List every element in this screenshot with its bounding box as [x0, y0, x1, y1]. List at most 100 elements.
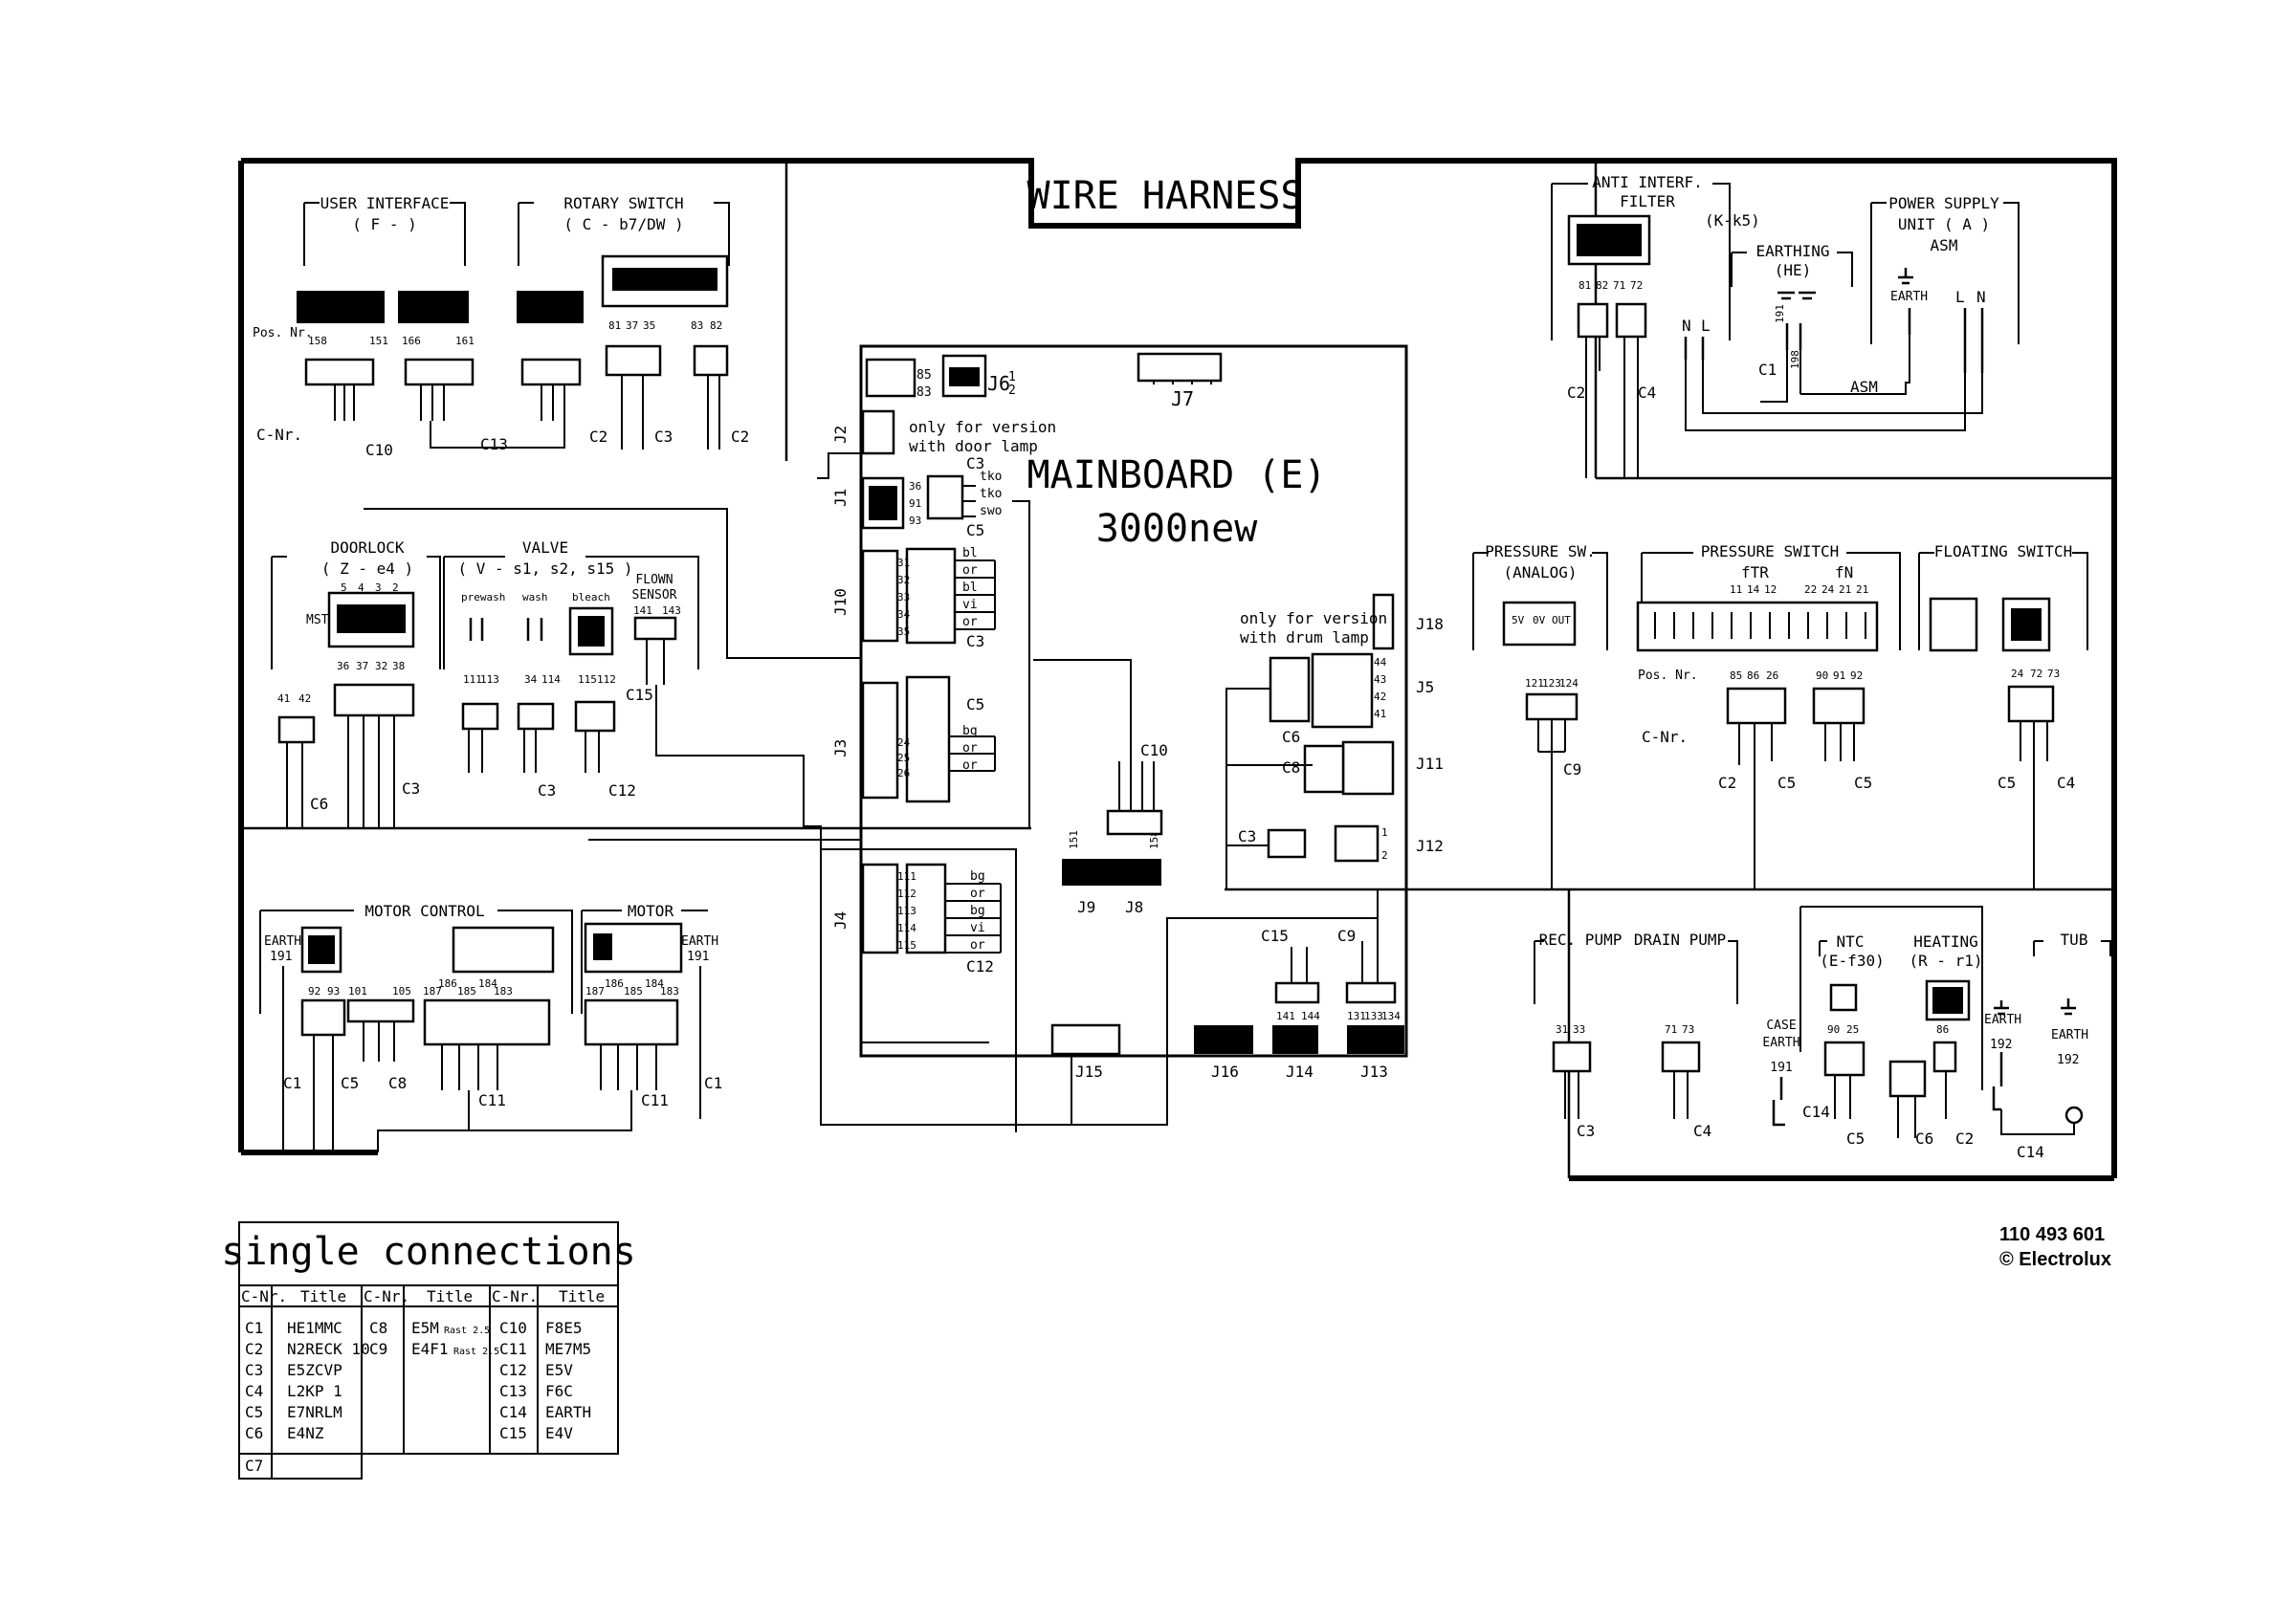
svg-text:36: 36 [337, 660, 349, 672]
svg-text:5V: 5V [1512, 614, 1525, 626]
svg-text:C15: C15 [1261, 927, 1289, 945]
svg-text:L: L [1955, 288, 1965, 306]
svg-text:(E-f30): (E-f30) [1820, 952, 1884, 970]
svg-text:J8: J8 [1125, 898, 1143, 916]
power-supply-section: POWER SUPPLY UNIT ( A ) ASM EARTH N L L … [1682, 194, 2020, 373]
svg-text:Title: Title [427, 1287, 473, 1305]
label-c6-doorlock: C6 [310, 795, 328, 813]
label-c5-fs: C5 [1998, 774, 2016, 792]
svg-text:186: 186 [605, 977, 624, 990]
svg-text:only for version: only for version [1240, 609, 1387, 627]
svg-text:1: 1 [1008, 370, 1016, 384]
svg-text:(HE): (HE) [1775, 261, 1812, 279]
svg-text:101: 101 [348, 985, 367, 998]
label-c2-rotary: C2 [589, 428, 607, 446]
ui-connector-1 [297, 291, 385, 323]
svg-text:11: 11 [1730, 583, 1742, 596]
svg-text:E5V: E5V [545, 1361, 573, 1379]
svg-text:36: 36 [909, 480, 921, 493]
label-c3-doorlock: C3 [402, 779, 420, 798]
svg-text:C5: C5 [966, 695, 984, 713]
svg-text:L2KP 1: L2KP 1 [287, 1382, 342, 1400]
svg-text:41: 41 [1374, 708, 1386, 720]
label-c4-fs: C4 [2057, 774, 2075, 792]
svg-text:C6: C6 [1282, 728, 1300, 746]
svg-text:UNIT ( A ): UNIT ( A ) [1898, 215, 1990, 233]
svg-text:fTR: fTR [1741, 563, 1769, 581]
svg-text:bg: bg [962, 724, 978, 738]
svg-text:35: 35 [897, 625, 910, 638]
svg-text:25: 25 [1846, 1023, 1859, 1036]
label-c5-ntc: C5 [1846, 1130, 1865, 1148]
svg-text:90: 90 [1816, 669, 1828, 682]
svg-text:143: 143 [662, 604, 681, 617]
svg-text:tko: tko [980, 487, 1002, 501]
svg-text:E4NZ: E4NZ [287, 1424, 324, 1442]
svg-text:PRESSURE SW.: PRESSURE SW. [1485, 542, 1596, 560]
svg-text:FLOATING SWITCH: FLOATING SWITCH [1934, 542, 2073, 560]
motor-section: MOTOR EARTH 191 187 186 185 184 183 [581, 902, 718, 1119]
svg-text:J5: J5 [1416, 678, 1434, 696]
svg-text:32: 32 [375, 660, 387, 672]
svg-text:71: 71 [1665, 1023, 1677, 1036]
svg-text:C3: C3 [1238, 827, 1256, 845]
svg-text:91: 91 [909, 497, 921, 510]
svg-text:ME7M5: ME7M5 [545, 1340, 591, 1358]
label-c12-valve: C12 [608, 781, 636, 800]
svg-text:C9: C9 [369, 1340, 387, 1358]
document-reference: 110 493 601 © Electrolux [1999, 1222, 2111, 1272]
anti-interf-filter-section: ANTI INTERF. FILTER (K-k5) 81 82 71 72 [1551, 173, 1760, 478]
svg-text:C4: C4 [245, 1382, 263, 1400]
rotary-connector [517, 291, 584, 323]
svg-text:C-Nr.: C-Nr. [241, 1287, 287, 1305]
svg-text:24: 24 [1821, 583, 1835, 596]
svg-text:J14: J14 [1286, 1063, 1314, 1081]
svg-text:bleach: bleach [572, 591, 610, 603]
svg-text:C12: C12 [966, 957, 994, 976]
svg-text:C-Nr.: C-Nr. [256, 426, 302, 444]
svg-text:J4: J4 [831, 911, 850, 930]
svg-text:J16: J16 [1211, 1063, 1239, 1081]
svg-text:113: 113 [897, 905, 916, 917]
svg-text:ANTI INTERF.: ANTI INTERF. [1592, 173, 1703, 191]
svg-text:TUB: TUB [2061, 931, 2088, 949]
label-c11-mc: C11 [478, 1091, 506, 1109]
svg-text:or: or [962, 563, 978, 578]
svg-text:26: 26 [1766, 669, 1778, 682]
svg-text:J18: J18 [1416, 615, 1444, 633]
svg-text:(K-k5): (K-k5) [1705, 211, 1760, 230]
svg-text:OUT: OUT [1552, 614, 1571, 626]
svg-text:4: 4 [358, 581, 364, 594]
svg-text:42: 42 [298, 692, 311, 705]
svg-text:C3: C3 [245, 1361, 263, 1379]
svg-text:90: 90 [1827, 1023, 1840, 1036]
svg-text:E5ZCVP: E5ZCVP [287, 1361, 342, 1379]
svg-text:71: 71 [1613, 279, 1625, 292]
svg-text:E4V: E4V [545, 1424, 573, 1442]
svg-text:73: 73 [1682, 1023, 1694, 1036]
svg-text:184: 184 [645, 977, 664, 990]
svg-text:C-Nr.: C-Nr. [364, 1287, 409, 1305]
svg-text:Pos. Nr.: Pos. Nr. [1638, 669, 1698, 683]
label-c2b-rotary: C2 [731, 428, 749, 446]
pressure-analog-section: PRESSURE SW. (ANALOG) 5V 0V OUT 121 123 … [1472, 542, 1608, 889]
svg-text:43: 43 [1374, 673, 1386, 686]
label-c2-filter: C2 [1567, 384, 1585, 402]
svg-text:37: 37 [626, 319, 638, 332]
svg-text:81: 81 [608, 319, 621, 332]
svg-text:with door lamp: with door lamp [909, 437, 1038, 455]
svg-text:with drum lamp: with drum lamp [1240, 628, 1369, 647]
svg-text:DOORLOCK: DOORLOCK [330, 538, 404, 557]
wire-c13 [430, 421, 565, 449]
svg-text:191: 191 [1770, 1061, 1792, 1075]
svg-text:111: 111 [463, 673, 482, 686]
svg-text:86: 86 [1747, 669, 1759, 682]
svg-text:ROTARY SWITCH: ROTARY SWITCH [563, 194, 683, 212]
svg-text:J13: J13 [1360, 1063, 1388, 1081]
svg-text:31: 31 [1556, 1023, 1568, 1036]
svg-text:114: 114 [897, 922, 916, 934]
label-c13: C13 [480, 435, 508, 453]
svg-text:J3: J3 [831, 739, 850, 757]
svg-text:Rast 2.5: Rast 2.5 [453, 1347, 499, 1357]
svg-text:12: 12 [1764, 583, 1777, 596]
